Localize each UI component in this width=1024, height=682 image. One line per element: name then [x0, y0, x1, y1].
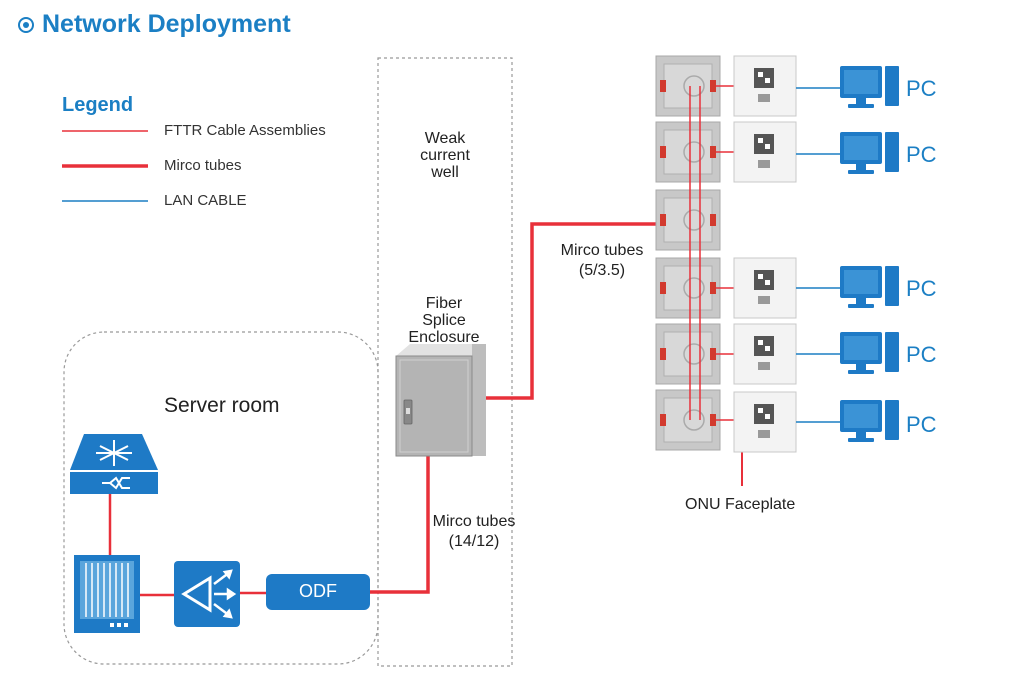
micro-tube-lower: [370, 456, 430, 594]
legend-label-fttr: FTTR Cable Assemblies: [164, 122, 326, 139]
junction-box-row-2: [655, 121, 721, 183]
pc-icon-4: [840, 332, 899, 374]
legend-label-micro-tubes: Mirco tubes: [164, 157, 242, 174]
fiber-splice-enclosure-icon: [395, 344, 486, 457]
pc-label-1: PC: [906, 76, 937, 101]
core-switch-icon: [70, 434, 158, 494]
pc-label-4: PC: [906, 342, 937, 367]
micro-tube-lower-spec: (14/12): [448, 533, 500, 550]
onu-faceplate-label: ONU Faceplate: [685, 496, 796, 513]
odf-box: [266, 574, 370, 610]
micro-tube-upper-spec: (5/3.5): [578, 262, 626, 279]
server-room-label: Server room: [164, 394, 280, 417]
onu-faceplate-3: [733, 257, 797, 319]
onu-faceplate-5: [733, 391, 797, 453]
pc-icon-2: [840, 132, 899, 174]
pc-icon-3: [840, 266, 899, 308]
onu-faceplate-4: [733, 323, 797, 385]
weak-current-well-label: Weak current well: [420, 130, 470, 181]
micro-tube-lower-label: Mirco tubes: [432, 513, 516, 530]
optical-splitter-icon: [174, 561, 240, 627]
pc-icon-5: [840, 400, 899, 442]
fiber-splice-enclosure-label: Fiber Splice Enclosure: [408, 295, 480, 346]
legend-title: Legend: [62, 94, 134, 116]
pc-label-2: PC: [906, 142, 937, 167]
pc-icon-1: [840, 66, 899, 108]
pc-label-5: PC: [906, 412, 937, 437]
junction-box-row-3: [655, 189, 721, 251]
title-bullet-icon: [18, 16, 34, 33]
lan-cables: [796, 87, 840, 423]
olt-chassis-icon: [74, 555, 140, 633]
junction-box-row-5: [655, 323, 721, 385]
junction-box-row-4: [655, 257, 721, 319]
micro-tube-upper: [486, 222, 662, 400]
odf-label: ODF: [299, 581, 337, 601]
onu-faceplate-1: [733, 55, 797, 117]
pc-label-3: PC: [906, 276, 937, 301]
onu-faceplate-2: [733, 121, 797, 183]
weak-current-well-area: [377, 57, 513, 667]
page-title: Network Deployment: [42, 10, 291, 38]
junction-box-row-1: [655, 55, 721, 117]
page-title-group: Network Deployment: [18, 10, 291, 39]
fttr-cable-assemblies: [689, 85, 736, 421]
legend-label-lan: LAN CABLE: [164, 192, 247, 209]
junction-box-row-6: [655, 389, 721, 451]
micro-tube-upper-label: Mirco tubes: [560, 242, 644, 259]
